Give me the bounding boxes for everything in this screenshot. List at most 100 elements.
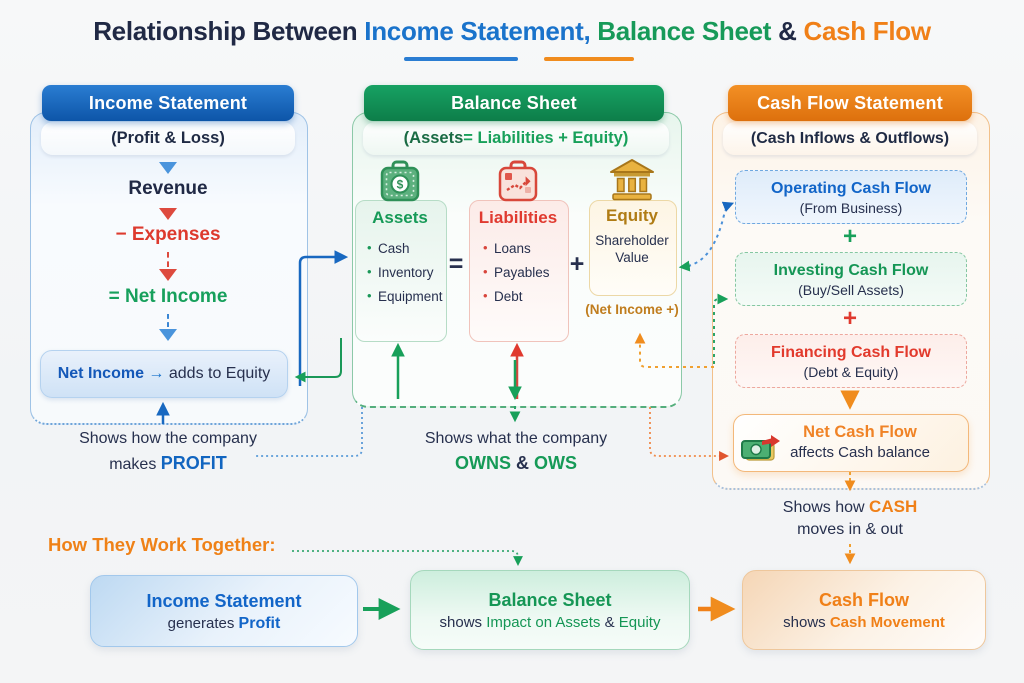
list-item: Payables — [483, 264, 575, 280]
balance-note-line2: OWNS & OWS — [352, 453, 680, 474]
liability-item-loans: Loans — [494, 241, 531, 256]
cash-banknote-icon — [740, 434, 782, 464]
title-amp: & — [771, 16, 804, 46]
balance-note1-text: Shows what the company — [424, 430, 608, 447]
income-note-line2: makes PROFIT — [30, 453, 306, 474]
assets-label-text: Assets — [372, 208, 428, 227]
net-income-box-rest: adds to Equity — [168, 365, 271, 382]
plus-green-text: + — [842, 223, 857, 250]
income-subtitle: (Profit & Loss) — [111, 129, 225, 147]
balance-note-owns: OWNS — [454, 453, 511, 473]
cash-note-line1: Shows how CASH — [712, 497, 988, 517]
liability-item-payables: Payables — [494, 265, 550, 280]
balance-subtitle-green: = Liabilities + Equity) — [463, 129, 629, 147]
equity-bank-icon — [608, 158, 656, 202]
revenue-text: Revenue — [128, 178, 208, 199]
income-note-line1: Shows how the company — [30, 430, 306, 448]
together-balance-box: Balance Sheet shows Impact on Assets & E… — [410, 570, 690, 650]
together-balance-sub1: shows — [439, 614, 487, 631]
together-heading-text: How They Work Together: — [48, 534, 276, 555]
cash-flow-subtitle: (Cash Inflows & Outflows) — [750, 129, 950, 147]
net-income-label: = Net Income — [30, 286, 306, 308]
revenue-label: Revenue — [30, 178, 306, 200]
dashed-connector — [167, 314, 169, 327]
investing-cash-flow-box: Investing Cash Flow (Buy/Sell Assets) — [735, 252, 967, 306]
equals-text: = — [448, 250, 464, 278]
list-item: Equipment — [367, 288, 453, 304]
assets-money-icon: $ — [378, 160, 422, 204]
income-statement-header: Income Statement — [42, 85, 294, 121]
list-item: Cash — [367, 240, 453, 256]
assets-label: Assets — [355, 208, 445, 228]
arrow-down-icon — [159, 208, 177, 220]
plus-red: + — [735, 305, 965, 332]
equity-note-text: (Net Income +) — [585, 302, 679, 317]
plus-red-text: + — [842, 305, 857, 332]
asset-item-cash: Cash — [378, 241, 410, 256]
svg-text:$: $ — [397, 178, 404, 192]
page-title: Relationship Between Income Statement, B… — [0, 16, 1024, 47]
cash-flow-subtitle-band: (Cash Inflows & Outflows) — [723, 122, 977, 155]
together-balance-title: Balance Sheet — [488, 590, 612, 610]
assets-list: Cash Inventory Equipment — [357, 232, 453, 304]
list-item: Inventory — [367, 264, 453, 280]
liability-item-debt: Debt — [494, 289, 523, 304]
income-note2-prefix: makes — [109, 456, 161, 473]
arrow-down-icon — [159, 329, 177, 341]
operating-cash-flow-box: Operating Cash Flow (From Business) — [735, 170, 967, 224]
together-cash-sub-bold: Cash Movement — [829, 614, 945, 631]
together-balance-sub3: & — [600, 614, 619, 631]
balance-sheet-header: Balance Sheet — [364, 85, 664, 121]
together-heading: How They Work Together: — [48, 534, 276, 556]
cash-flow-header: Cash Flow Statement — [728, 85, 972, 121]
together-income-box: Income Statement generates Profit — [90, 575, 358, 647]
title-part-cash: Cash Flow — [803, 16, 931, 46]
balance-note-ows: OWS — [534, 453, 577, 473]
cash-note-line2: moves in & out — [712, 521, 988, 539]
cash-note2-text: moves in & out — [797, 521, 903, 538]
equity-label-text: Equity — [606, 206, 658, 225]
investing-sub: (Buy/Sell Assets) — [798, 281, 904, 298]
together-income-sub-bold: Profit — [238, 614, 281, 632]
equity-value-text: Shareholder Value — [595, 233, 669, 265]
income-subtitle-band: (Profit & Loss) — [41, 122, 295, 155]
arrow-down-icon — [159, 162, 177, 174]
arrow-down-icon — [159, 269, 177, 281]
equals-sign: = — [444, 250, 468, 279]
title-underline-orange — [544, 57, 634, 61]
liabilities-list: Loans Payables Debt — [473, 232, 575, 304]
together-balance-sub4: Equity — [618, 614, 661, 631]
net-income-highlight: Net Income — [57, 365, 144, 382]
equity-label: Equity — [589, 206, 675, 226]
investing-title: Investing Cash Flow — [773, 261, 929, 279]
equity-card — [589, 200, 677, 296]
balance-subtitle-dark: (Assets — [403, 129, 464, 147]
balance-note-amp: & — [510, 453, 534, 473]
income-note2-bold: PROFIT — [160, 453, 227, 473]
title-part-prefix: Relationship Between — [93, 16, 365, 46]
balance-note-line1: Shows what the company — [352, 430, 680, 448]
net-cash-flow-box: Net Cash Flow affects Cash balance — [733, 414, 969, 472]
operating-sub: (From Business) — [799, 199, 903, 216]
cash-note1-prefix: Shows how — [782, 499, 870, 516]
net-income-equity-box: Net Income → adds to Equity — [40, 350, 288, 398]
plus-green: + — [735, 223, 965, 250]
balance-sheet-header-label: Balance Sheet — [451, 92, 577, 113]
together-cash-title: Cash Flow — [818, 590, 909, 610]
liabilities-briefcase-icon — [496, 160, 540, 204]
net-cash-title: Net Cash Flow — [803, 423, 917, 441]
asset-item-inventory: Inventory — [378, 265, 434, 280]
financing-cash-flow-box: Financing Cash Flow (Debt & Equity) — [735, 334, 967, 388]
expenses-label: − Expenses — [30, 224, 306, 246]
together-cash-sub-prefix: shows — [783, 614, 830, 631]
net-income-text: = Net Income — [108, 286, 228, 307]
title-part-balance: Balance Sheet — [597, 16, 772, 46]
together-income-title: Income Statement — [146, 590, 302, 611]
equity-value: Shareholder Value — [592, 232, 672, 266]
financing-title: Financing Cash Flow — [770, 343, 931, 361]
right-arrow-icon: → — [148, 365, 165, 382]
title-comma: , — [583, 16, 598, 46]
together-balance-sub2: Impact on Assets — [486, 614, 601, 631]
balance-subtitle-band: (Assets = Liabilities + Equity) — [363, 122, 669, 155]
